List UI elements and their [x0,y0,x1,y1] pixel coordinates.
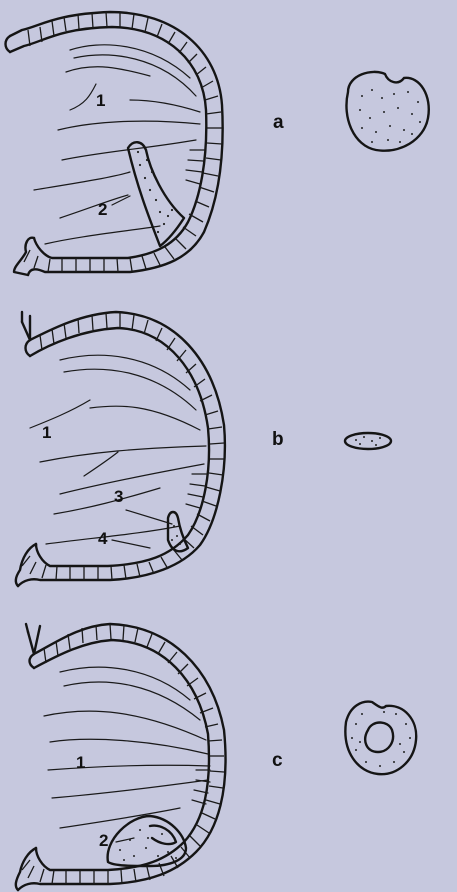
panel-c: 1 2 c [16,624,416,890]
panel-c-organ-section: 1 2 [16,624,226,890]
panel-a: 1 2 a [6,12,429,275]
panel-b: 1 3 4 b [16,312,391,586]
panel-b-letter: b [272,429,284,450]
panel-a-label-2: 2 [98,200,107,219]
panel-a-letter: a [273,112,284,133]
panel-c-label-2: 2 [99,831,108,850]
panel-a-cross-section [346,72,428,151]
panel-b-organ-section: 1 3 4 [16,312,225,586]
panel-b-label-1: 1 [42,423,51,442]
panel-b-label-3: 3 [114,487,123,506]
panel-c-label-1: 1 [76,753,85,772]
panel-c-letter: c [272,750,283,771]
panel-a-organ-section: 1 2 [6,12,223,275]
panel-b-label-4: 4 [98,529,108,548]
panel-a-label-1: 1 [96,91,105,110]
panel-b-cross-section [345,433,391,449]
panel-c-cross-section [345,702,416,775]
